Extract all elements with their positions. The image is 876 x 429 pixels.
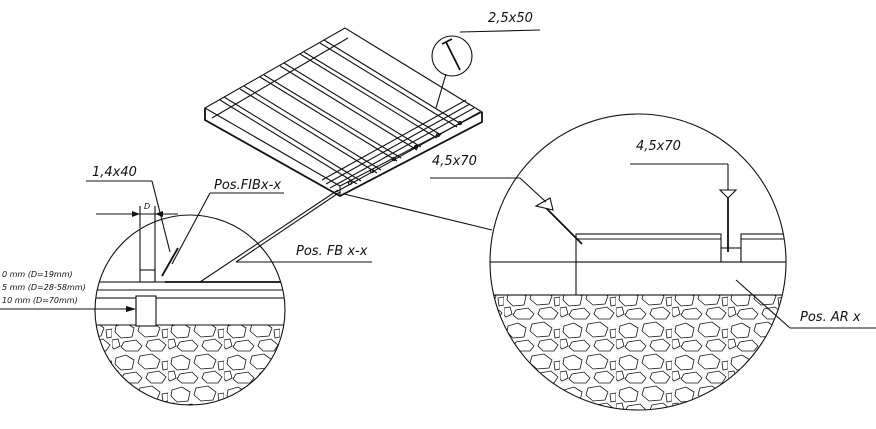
right-slab [490,261,786,296]
deck-leader-lines [199,189,493,283]
deck-battens [211,37,481,193]
gap-spec-notes: 0 mm (D=19mm) 5 mm (D=28-58mm) 10 mm (D=… [0,270,137,318]
right-batten [720,247,742,263]
deck-slats [219,39,462,185]
right-board-1 [575,233,722,263]
nail-callout-left: 1,4x40 [86,165,171,253]
right-detail-circle [489,113,787,411]
nail-right-a-label: 4,5x70 [432,154,477,169]
left-detail-circle [94,214,286,406]
spec-line-1: 0 mm (D=19mm) [2,270,73,279]
deck-panel [203,27,484,198]
callout-pos-fib: Pos.FIBx-x [171,178,284,265]
nail-callout-right-b: 4,5x70 [630,139,729,190]
pos-ar-label: Pos. AR x [800,310,861,325]
spec-line-3: 10 mm (D=70mm) [2,296,78,305]
dimension-d: D [96,202,178,228]
right-board-2 [740,233,786,263]
deck-screws [347,120,463,186]
left-detail [94,214,286,406]
right-detail [489,113,787,411]
nail-right-b-label: 4,5x70 [636,139,681,154]
nail-callout-right-a: 4,5x70 [430,154,547,203]
pos-fb-label: Pos. FB x-x [296,244,368,259]
nail-left-label: 1,4x40 [92,165,137,180]
callout-pos-ar: Pos. AR x [735,279,876,329]
dim-d-label: D [144,202,150,211]
nail-top-label: 2,5x50 [488,11,533,26]
callout-pos-fb: Pos. FB x-x [236,244,372,263]
spec-line-2: 5 mm (D=28-58mm) [2,283,86,292]
nail-callout-top: 2,5x50 [431,11,541,109]
pos-fib-label: Pos.FIBx-x [214,178,281,193]
